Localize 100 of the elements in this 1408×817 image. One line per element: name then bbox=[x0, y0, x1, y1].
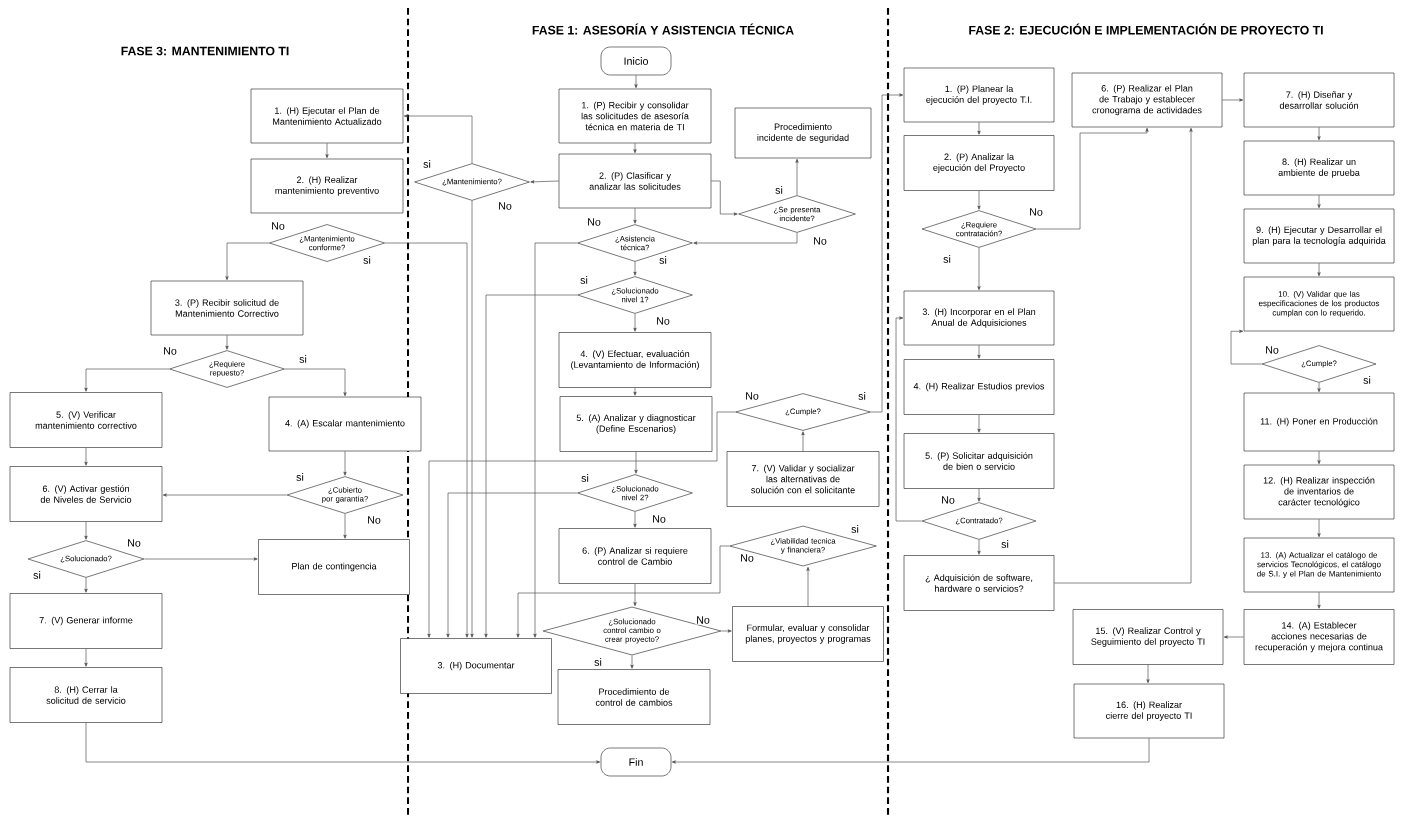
arrow bbox=[484, 294, 578, 638]
process-box: 14. (A) Establecer acciones necesarias de recuperación y mejora continua bbox=[1243, 609, 1395, 665]
edge-label: si bbox=[658, 255, 668, 265]
arrow bbox=[977, 414, 981, 433]
arrow bbox=[977, 539, 981, 555]
arrow bbox=[225, 242, 270, 281]
process-box: Procedimiento de control de cambios bbox=[557, 669, 711, 725]
process-box: 8. (H) Realizar un ambiente de prueba bbox=[1243, 140, 1395, 196]
arrow bbox=[1317, 126, 1321, 141]
arrow bbox=[806, 566, 810, 607]
arrow bbox=[225, 334, 229, 350]
arrow bbox=[634, 451, 638, 474]
arrow bbox=[143, 557, 258, 561]
process-box: 1. (P) Recibir y consolidar las solicitudes de asesoría técnica en materia de TI bbox=[558, 88, 712, 144]
arrow bbox=[1317, 262, 1321, 277]
edge-label: No bbox=[812, 236, 828, 246]
arrow bbox=[84, 521, 88, 540]
edge-label: si bbox=[298, 354, 308, 364]
arrow bbox=[633, 583, 637, 607]
process-box: Formular, evaluar y consolidar planes, proyectos y programas bbox=[732, 606, 884, 662]
arrow bbox=[630, 655, 634, 669]
edge-label: si bbox=[857, 391, 867, 401]
arrow bbox=[633, 511, 637, 528]
process-box: Procedimiento incidente de seguridad bbox=[734, 107, 872, 159]
terminal-node: Fin bbox=[600, 747, 672, 777]
arrow bbox=[446, 492, 578, 638]
arrow bbox=[870, 93, 904, 413]
process-box: 4. (H) Realizar Estudios previos bbox=[903, 359, 1055, 415]
edge-label: No bbox=[586, 217, 602, 227]
process-box: 1. (H) Ejecutar el Plan de Mantenimiento Actualizado bbox=[250, 88, 404, 144]
arrow bbox=[720, 629, 732, 633]
edge-label: No bbox=[270, 221, 286, 231]
process-box: 9. (H) Ejecutar y Desarrollar el plan para la tecnología adquirida bbox=[1243, 208, 1395, 264]
arrow bbox=[977, 247, 981, 291]
process-box: 4. (A) Escalar mantenimiento bbox=[268, 396, 422, 452]
arrow bbox=[977, 488, 981, 502]
arrow bbox=[801, 431, 805, 452]
edge-label: si bbox=[362, 255, 372, 265]
process-box: 7. (V) Validar y socializar las alternativas de solución con el solicitante bbox=[726, 451, 880, 507]
arrow bbox=[85, 722, 601, 764]
arrow bbox=[325, 142, 329, 159]
process-box: 12. (H) Realizar inspección de inventarios de carácter tecnológico bbox=[1243, 464, 1395, 520]
arrow bbox=[633, 313, 637, 332]
edge-label: No bbox=[655, 316, 671, 326]
arrow bbox=[710, 180, 738, 216]
arrow bbox=[427, 411, 736, 638]
edge-label: si bbox=[32, 570, 42, 580]
edge-label: No bbox=[739, 553, 755, 563]
arrow bbox=[343, 513, 347, 539]
arrow bbox=[633, 261, 637, 276]
arrow bbox=[384, 242, 469, 638]
arrow bbox=[343, 450, 347, 476]
edge-label: No bbox=[651, 514, 667, 524]
process-box: 3. (H) Incorporar en el Plan Anual de Adquisiciones bbox=[903, 290, 1055, 346]
arrow bbox=[284, 368, 347, 397]
phase-heading: FASE 2: EJECUCIÓN E IMPLEMENTACIÓN DE PROYECTO TI bbox=[969, 23, 1323, 35]
edge-label: No bbox=[940, 495, 956, 505]
arrow bbox=[84, 368, 170, 392]
process-box: 7. (H) Diseñar y desarrollar solución bbox=[1243, 72, 1395, 128]
arrow bbox=[84, 447, 88, 466]
edge-label: si bbox=[1362, 375, 1372, 385]
edge-label: si bbox=[579, 275, 589, 285]
edge-label: si bbox=[593, 657, 603, 667]
arrow bbox=[795, 158, 799, 196]
arrow bbox=[1223, 635, 1245, 639]
arrow bbox=[671, 737, 1150, 764]
edge-label: No bbox=[366, 515, 382, 525]
arrow bbox=[1317, 194, 1321, 209]
process-box: 2. (H) Realizar mantenimiento preventivo bbox=[250, 158, 404, 214]
process-box: 7. (V) Generar informe bbox=[9, 593, 163, 649]
process-box: 1. (P) Planear la ejecución del proyecto T.I. bbox=[903, 67, 1055, 123]
arrow bbox=[633, 142, 637, 154]
arrow bbox=[1053, 127, 1193, 584]
arrow bbox=[1221, 98, 1244, 102]
arrow bbox=[977, 190, 981, 210]
arrow bbox=[633, 207, 637, 224]
arrow bbox=[162, 493, 288, 497]
process-box: 6. (P) Analizar si requiere control de Cambio bbox=[558, 528, 712, 584]
process-box: 5. (V) Verificar mantenimiento correctivo bbox=[9, 392, 163, 448]
process-box: Plan de contingencia bbox=[258, 539, 410, 595]
process-box: 6. (V) Activar gestión de Niveles de Servicio bbox=[9, 466, 163, 522]
process-box: 11. (H) Poner en Producción bbox=[1243, 392, 1395, 452]
terminal-node: Inicio bbox=[600, 46, 672, 76]
arrow bbox=[516, 545, 730, 638]
arrow bbox=[533, 242, 578, 638]
arrow bbox=[403, 114, 473, 164]
arrow bbox=[693, 232, 798, 245]
process-box: 3. (H) Documentar bbox=[400, 638, 552, 694]
process-box: 6. (P) Realizar el Plan de Trabajo y establecer cronograma de actividades bbox=[1071, 72, 1223, 128]
process-box: 2. (P) Clasificar y analizar las solicitudes bbox=[558, 153, 712, 209]
edge-label: si bbox=[1000, 539, 1010, 549]
edge-label: si bbox=[942, 254, 952, 264]
arrow bbox=[1317, 518, 1321, 538]
arrow bbox=[1146, 664, 1150, 684]
arrow bbox=[530, 180, 560, 184]
process-box: 4. (V) Efectuar, evaluación (Levantamiento de Información) bbox=[558, 332, 712, 388]
process-box: 13. (A) Actualizar el catálogo de servicios Tecnológicos, el catálogo de S.I. y el Plan de Mantenimiento bbox=[1243, 537, 1395, 593]
phase-heading: FASE 1: ASESORÍA Y ASISTENCIA TÉCNICA bbox=[532, 23, 794, 35]
process-box: 5. (A) Analizar y diagnosticar (Define Escenarios) bbox=[559, 396, 713, 452]
arrow bbox=[977, 344, 981, 359]
